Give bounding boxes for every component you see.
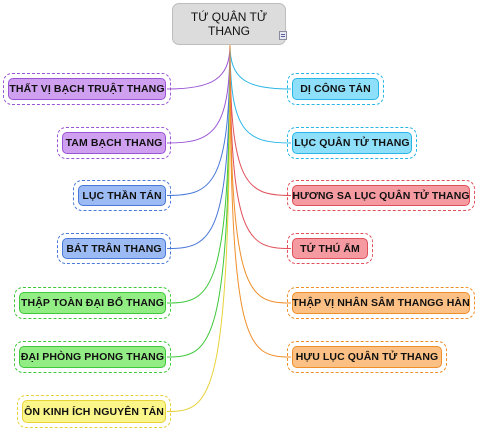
node-luc-quan-tu-thang[interactable]: LỤC QUÂN TỬ THANG (287, 127, 417, 159)
node-thap-vi-nhan-sam-thang-han[interactable]: THẬP VỊ NHÂN SÂM THANGG HÀN (287, 287, 475, 319)
node-label: HƯƠNG SA LỤC QUÂN TỬ THANG (292, 185, 470, 206)
node-on-kinh-ich-nguyen-tan[interactable]: ÔN KINH ÍCH NGUYÊN TÁN (17, 395, 171, 428)
node-tam-bach-thang[interactable]: TAM BẠCH THANG (57, 127, 171, 159)
node-label: LỤC THẦN TÁN (78, 185, 166, 206)
node-label: HỰU LỤC QUÂN TỬ THANG (292, 346, 442, 368)
node-huu-luc-quan-tu-thang[interactable]: HỰU LỤC QUÂN TỬ THANG (287, 341, 447, 373)
connector-line (229, 44, 292, 90)
connector-line (229, 44, 292, 144)
connector-line (229, 44, 292, 196)
node-huong-sa-luc-quan-tu-thang[interactable]: HƯƠNG SA LỤC QUÂN TỬ THANG (287, 180, 475, 211)
connector-line (166, 44, 231, 412)
node-label: LỤC QUÂN TỬ THANG (292, 132, 412, 154)
node-label: ÔN KINH ÍCH NGUYÊN TÁN (22, 400, 166, 423)
node-label: THẬP VỊ NHÂN SÂM THANGG HÀN (292, 292, 470, 314)
node-that-vi-bach-truat-thang[interactable]: THẤT VỊ BẠCH TRUẬT THANG (3, 73, 171, 105)
connector-line (166, 44, 231, 144)
connector-line (166, 44, 231, 196)
node-label: THẬP TOÀN ĐẠI BỔ THANG (19, 292, 166, 314)
connector-line (166, 44, 231, 90)
node-luc-than-tan[interactable]: LỤC THẦN TÁN (73, 180, 171, 211)
node-dai-phong-phong-thang[interactable]: ĐẠI PHÒNG PHONG THANG (14, 341, 171, 373)
node-bat-tran-thang[interactable]: BÁT TRÂN THANG (57, 233, 171, 264)
root-node[interactable]: TỨ QUÂN TỬ THANG (172, 3, 286, 45)
node-tu-thu-am[interactable]: TỨ THÚ ẨM (287, 233, 373, 264)
connector-line (229, 44, 292, 358)
node-di-cong-tan[interactable]: DỊ CÔNG TÁN (287, 73, 384, 105)
node-label: THẤT VỊ BẠCH TRUẬT THANG (8, 78, 166, 100)
connector-line (229, 44, 292, 304)
node-label: DỊ CÔNG TÁN (292, 78, 379, 100)
root-node-label: TỨ QUÂN TỬ THANG (190, 10, 268, 38)
note-icon[interactable] (279, 31, 287, 40)
node-label: ĐẠI PHÒNG PHONG THANG (19, 346, 166, 368)
node-label: BÁT TRÂN THANG (62, 238, 166, 259)
connector-line (166, 44, 231, 304)
node-label: TỨ THÚ ẨM (292, 238, 368, 259)
node-label: TAM BẠCH THANG (62, 132, 166, 154)
node-thap-toan-dai-bo-thang[interactable]: THẬP TOÀN ĐẠI BỔ THANG (14, 287, 171, 319)
